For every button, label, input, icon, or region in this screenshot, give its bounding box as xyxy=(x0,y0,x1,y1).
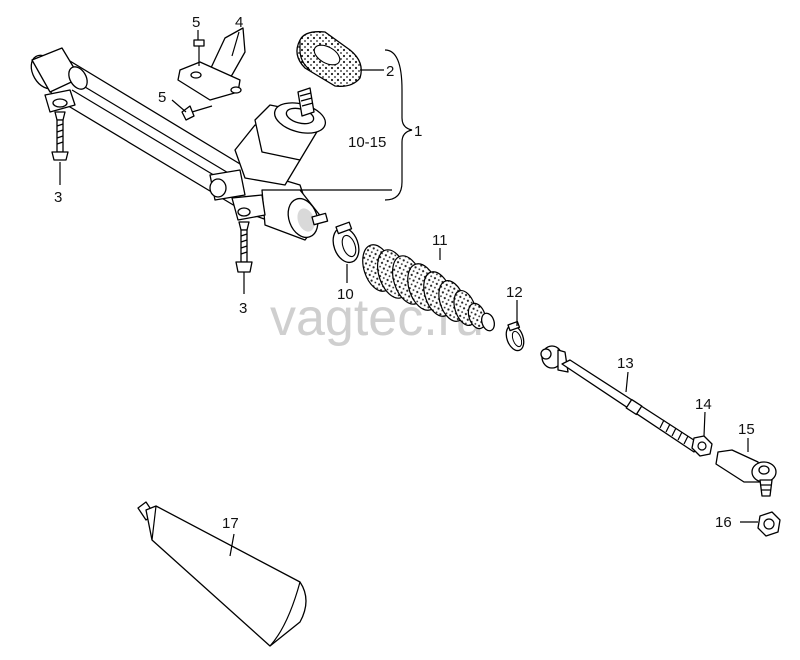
callout-13: 13 xyxy=(617,355,634,372)
bracket-part-4 xyxy=(177,27,246,101)
seal-part-2 xyxy=(296,31,362,87)
tie-rod-part-13 xyxy=(540,345,701,453)
callout-5-lower: 5 xyxy=(158,89,166,106)
callout-17: 17 xyxy=(222,515,239,532)
clamp-part-10 xyxy=(332,221,360,264)
bolt-part-5-upper xyxy=(193,39,205,66)
callout-15: 15 xyxy=(738,421,755,438)
callout-3-right: 3 xyxy=(239,300,247,317)
bolt-part-3-left xyxy=(51,111,69,161)
clamp-part-12 xyxy=(505,320,525,352)
grease-tube-part-17 xyxy=(137,501,307,647)
callout-4: 4 xyxy=(235,14,243,31)
callout-2: 2 xyxy=(386,63,394,80)
callout-11: 11 xyxy=(432,232,448,249)
callout-10-15: 10-15 xyxy=(348,134,386,151)
nut-part-16 xyxy=(757,511,781,537)
steering-rack-housing xyxy=(30,47,329,241)
leader-lines xyxy=(59,30,758,557)
callout-14: 14 xyxy=(695,396,712,413)
callout-16: 16 xyxy=(715,514,732,531)
nut-part-14 xyxy=(691,435,713,457)
tie-rod-end-part-15 xyxy=(715,449,777,497)
callout-1: 1 xyxy=(414,123,422,140)
callout-10: 10 xyxy=(337,286,354,303)
callout-labels: 1 2 10-15 4 5 5 3 3 10 11 12 13 14 15 16… xyxy=(54,14,755,532)
bolt-part-5-lower xyxy=(181,105,213,121)
callout-3-left: 3 xyxy=(54,189,62,206)
callout-12: 12 xyxy=(506,284,523,301)
callout-5-upper: 5 xyxy=(192,14,200,31)
bolt-part-3-right xyxy=(235,221,253,273)
boot-part-11 xyxy=(362,244,495,332)
